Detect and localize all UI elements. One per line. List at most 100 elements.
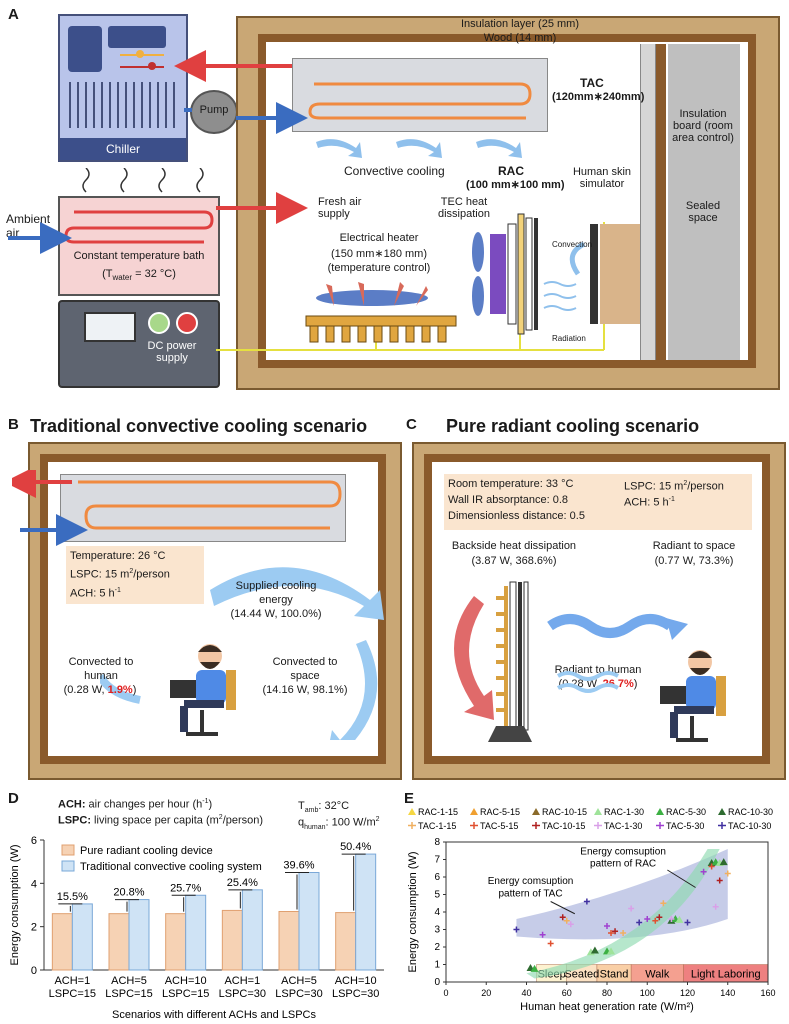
b-ach: ACH: 5 h-1 [70,583,200,602]
tac-panel-b [60,474,346,542]
wood-label: Wood (14 mm) [483,32,557,44]
tac-point [700,868,707,875]
x-tick-label: LSPC=30 [332,988,379,1000]
panel-label-e: E [404,790,415,807]
panel-label-a: A [8,6,19,23]
d-qhuman-sub: human [304,823,326,831]
rac-name: RAC [498,164,524,178]
legend-label: RAC-1-15 [418,807,458,817]
panel-a-pipes [8,50,605,351]
legend-marker [594,808,602,815]
x-tick-label: ACH=10 [165,975,207,987]
c-backside-1: Backside heat dissipation [451,540,577,552]
activity-label: Stand [600,968,629,980]
panel-c-infobox: Room temperature: 33 °C Wall IR absorpta… [444,474,752,530]
x-tick-label: ACH=10 [335,975,377,987]
c-lspc-sup: 2 [683,480,688,487]
x-tick-label: LSPC=15 [162,988,209,1000]
chiller: Chiller [58,14,188,162]
legend-marker [656,808,664,815]
legend-label: Traditional convective cooling system [80,861,262,873]
legend-marker [594,822,602,829]
legend-marker [408,808,416,815]
bar-radiant [108,913,130,971]
d-ach-sup: -1 [202,798,209,805]
b-conv-human-val-a: (0.28 W, [63,684,108,696]
c-rad-space-val: (0.77 W, 73.3%) [654,555,734,567]
y-tick-label: 0 [31,965,37,977]
legend-label: RAC-10-15 [542,807,587,817]
y-tick-label: 6 [434,872,440,883]
c-ach-prefix: ACH: 5 h [624,496,669,509]
legend-label: RAC-5-30 [666,807,706,817]
power-knob-green [148,312,170,334]
tac-point [583,898,590,905]
bar-annotation: 25.7% [170,882,201,894]
bar-annotation: 15.5% [57,891,88,903]
y-axis-label: Energy consumption (W) [9,844,21,965]
y-tick-label: 8 [434,837,440,848]
tac-point [559,914,566,921]
c-wall-ir: Wall IR absorptance: 0.8 [448,494,569,506]
bar-annotation: 20.8% [113,887,144,899]
tac-name: TAC [580,76,604,90]
b-lspc: LSPC: 15 m2/person [70,564,200,583]
power-knob-red [176,312,198,334]
x-tick-label: ACH=1 [54,975,90,987]
heater-label: Electrical heater [339,232,419,244]
rac-point [530,964,539,972]
tac-coil [308,82,532,120]
electrical-heater [305,282,457,343]
y-tick-label: 4 [434,907,440,918]
b-conv-human-1: Convected to [68,656,134,668]
d-qhuman-sup: 2 [375,816,380,823]
d-tamb-prefix: T [298,800,305,812]
sealed-space-wall [656,44,666,360]
c-room-temp: Room temperature: 33 °C [448,478,574,490]
legend-label: TAC-10-30 [728,821,771,831]
b-lspc-sup: 2 [129,568,134,575]
tac-point [652,917,659,924]
tac-pattern-label-1: Energy comsuption [488,876,574,887]
rac-pattern-label-2: pattern of RAC [590,859,656,870]
d-tamb-val: : 32°C [318,800,350,812]
x-tick-label: 0 [443,988,448,998]
rac-assembly [472,213,640,335]
rac-pattern-arrow [667,869,696,888]
bar-convective [128,899,150,971]
legend-label: RAC-10-30 [728,807,773,817]
b-ach-sup: -1 [114,586,121,594]
b-conv-human-val-b: 1.9% [107,684,133,696]
c-ach: ACH: 5 h-1 [624,492,675,511]
tac-point [608,930,615,936]
heater-size: (150 mm∗180 mm) [330,248,427,260]
legend-marker [718,808,726,815]
skin-simulator-label: Human skin simulator [572,166,632,190]
tac-point [604,923,610,929]
b-conv-space-2: space [290,670,320,682]
x-tick-label: 120 [680,988,695,998]
panel-c-graphics [454,581,688,742]
bar-convective [298,872,320,971]
insulation-board-label: Insulation board (room area control) [672,108,734,144]
d-lspc-sup: 2 [218,814,223,821]
tac-point [612,928,619,935]
d-tamb: Tamb: 32°C [298,800,349,814]
tac-pattern-arrow [550,901,576,915]
tac-point [656,914,663,921]
panel-label-d: D [8,790,19,807]
legend-label: Pure radiant cooling device [80,845,213,857]
tac-panel [292,58,548,132]
person-at-laptop-b [170,644,236,736]
legend-marker [656,822,664,829]
bath-temp: (Twater = 32 °C) [60,268,218,282]
legend-marker [470,808,478,815]
legend-marker [532,822,540,829]
bath-temp-sub: water [112,273,133,283]
legend-label: TAC-5-30 [666,821,704,831]
x-tick-label: 40 [521,988,531,998]
x-axis-label: Scenarios with different ACHs and LSPCs [112,1009,317,1020]
y-tick-label: 5 [434,890,440,901]
b-conv-space-val: (14.16 W, 98.1%) [262,684,348,696]
c-lspc-prefix: LSPC: 15 m [624,480,684,493]
